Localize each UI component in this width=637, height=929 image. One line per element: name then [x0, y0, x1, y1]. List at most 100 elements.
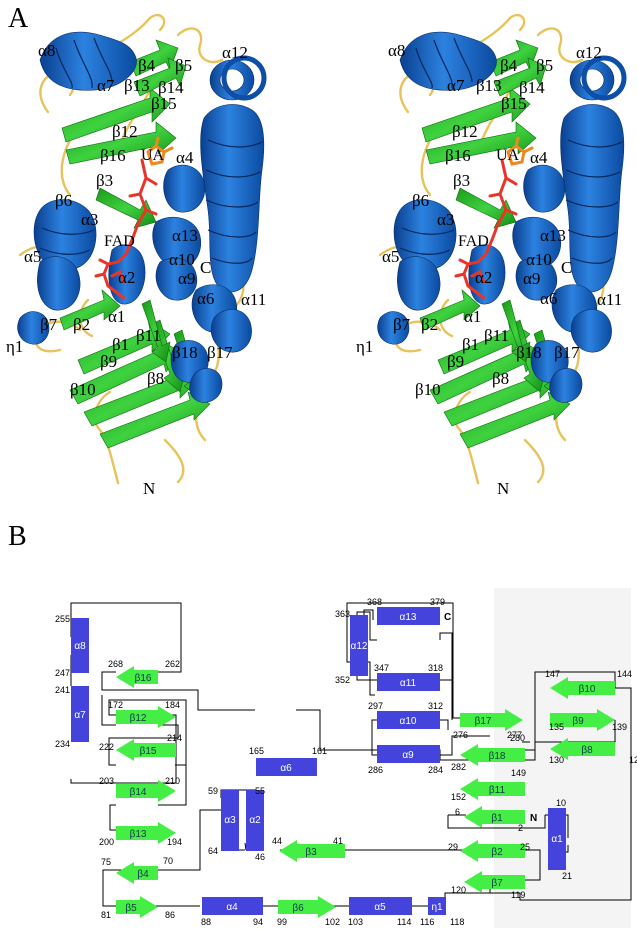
- svg-text:α5: α5: [374, 902, 386, 913]
- label-b5: β5: [175, 56, 192, 75]
- svg-text:94: 94: [253, 917, 263, 927]
- svg-text:268: 268: [108, 659, 123, 669]
- svg-text:149: 149: [511, 768, 526, 778]
- svg-text:β3: β3: [305, 847, 317, 858]
- svg-text:α1: α1: [551, 834, 563, 845]
- label-b18: β18: [516, 343, 542, 362]
- svg-text:194: 194: [167, 837, 182, 847]
- label-b4: β4: [138, 56, 156, 75]
- svg-text:25: 25: [520, 842, 530, 852]
- svg-text:81: 81: [101, 910, 111, 920]
- svg-text:β4: β4: [137, 869, 149, 880]
- svg-text:41: 41: [333, 836, 343, 846]
- svg-text:152: 152: [451, 792, 466, 802]
- label-c-term: C: [200, 258, 211, 277]
- label-a1: α1: [108, 307, 125, 326]
- label-b12: β12: [452, 122, 478, 141]
- label-b1: β1: [462, 335, 479, 354]
- svg-text:114: 114: [397, 917, 411, 927]
- label-a1: α1: [464, 307, 481, 326]
- svg-text:184: 184: [165, 700, 180, 710]
- label-a3: α3: [437, 210, 454, 229]
- svg-text:120: 120: [451, 885, 466, 895]
- svg-text:α6: α6: [280, 763, 292, 774]
- label-a2: α2: [475, 268, 492, 287]
- svg-text:β15: β15: [140, 746, 157, 757]
- svg-text:10: 10: [556, 798, 566, 808]
- svg-text:379: 379: [430, 597, 445, 607]
- label-a10: α10: [526, 250, 552, 269]
- svg-text:β7: β7: [491, 878, 503, 889]
- label-a11: α11: [241, 290, 266, 309]
- label-b10: β10: [415, 380, 441, 399]
- label-b4: β4: [500, 56, 518, 75]
- label-b2: β2: [73, 315, 90, 334]
- label-b13: β13: [124, 76, 150, 95]
- svg-text:165: 165: [249, 746, 264, 756]
- label-a4: α4: [176, 148, 194, 167]
- svg-text:241: 241: [55, 685, 70, 695]
- label-b3: β3: [96, 171, 113, 190]
- topology-c-terminus: C: [444, 612, 451, 623]
- svg-text:β12: β12: [130, 713, 147, 724]
- label-a9: α9: [523, 269, 540, 288]
- svg-text:99: 99: [277, 917, 287, 927]
- label-a13: α13: [540, 226, 566, 245]
- label-c-term: C: [561, 258, 572, 277]
- svg-text:139: 139: [612, 722, 627, 732]
- svg-text:β16: β16: [135, 673, 152, 684]
- svg-text:297: 297: [368, 701, 383, 711]
- svg-text:6: 6: [455, 807, 460, 817]
- svg-text:102: 102: [325, 917, 340, 927]
- svg-text:β17: β17: [475, 716, 492, 727]
- svg-text:103: 103: [348, 917, 363, 927]
- label-b12: β12: [112, 122, 138, 141]
- svg-text:130: 130: [549, 755, 564, 765]
- svg-text:α2: α2: [249, 815, 261, 826]
- label-a8: α8: [388, 41, 405, 60]
- label-b17: β17: [207, 343, 233, 362]
- svg-text:64: 64: [208, 846, 218, 856]
- svg-text:α4: α4: [226, 902, 238, 913]
- label-b10: β10: [70, 380, 96, 399]
- label-b15: β15: [501, 94, 527, 113]
- label-b2: β2: [421, 315, 438, 334]
- label-b6: β6: [412, 191, 429, 210]
- label-b9: β9: [100, 352, 117, 371]
- label-a13: α13: [172, 226, 198, 245]
- svg-text:280: 280: [510, 733, 525, 743]
- svg-text:312: 312: [428, 701, 443, 711]
- label-b8: β8: [147, 369, 164, 388]
- svg-text:α11: α11: [400, 678, 417, 689]
- svg-text:46: 46: [255, 852, 265, 862]
- svg-text:β11: β11: [489, 785, 506, 796]
- svg-text:214: 214: [167, 733, 182, 743]
- svg-text:α13: α13: [400, 612, 417, 623]
- panel-a-letter: A: [8, 3, 29, 34]
- svg-text:75: 75: [101, 857, 111, 867]
- svg-text:β8: β8: [581, 745, 593, 756]
- label-b3: β3: [453, 171, 470, 190]
- topology-n-terminus: N: [530, 813, 537, 824]
- svg-text:η1: η1: [431, 902, 443, 913]
- label-b5: β5: [536, 56, 553, 75]
- label-b9: β9: [447, 352, 464, 371]
- label-b16: β16: [445, 146, 471, 165]
- svg-text:86: 86: [165, 910, 175, 920]
- svg-text:172: 172: [108, 700, 123, 710]
- label-a7: α7: [447, 76, 465, 95]
- svg-text:29: 29: [448, 842, 458, 852]
- svg-text:21: 21: [562, 871, 572, 881]
- svg-text:β18: β18: [489, 751, 506, 762]
- topology-diagram: α8 α7 α3 α2 α6 α4 α5 η1 α12 α13 α11 α10 …: [55, 588, 637, 928]
- label-n1: η1: [356, 337, 373, 356]
- svg-text:α9: α9: [402, 750, 414, 761]
- svg-text:282: 282: [451, 762, 466, 772]
- label-fad: FAD: [104, 233, 135, 250]
- svg-text:147: 147: [545, 669, 560, 679]
- label-b7: β7: [40, 315, 58, 334]
- svg-text:118: 118: [450, 917, 464, 927]
- svg-text:70: 70: [163, 856, 173, 866]
- svg-text:144: 144: [617, 669, 632, 679]
